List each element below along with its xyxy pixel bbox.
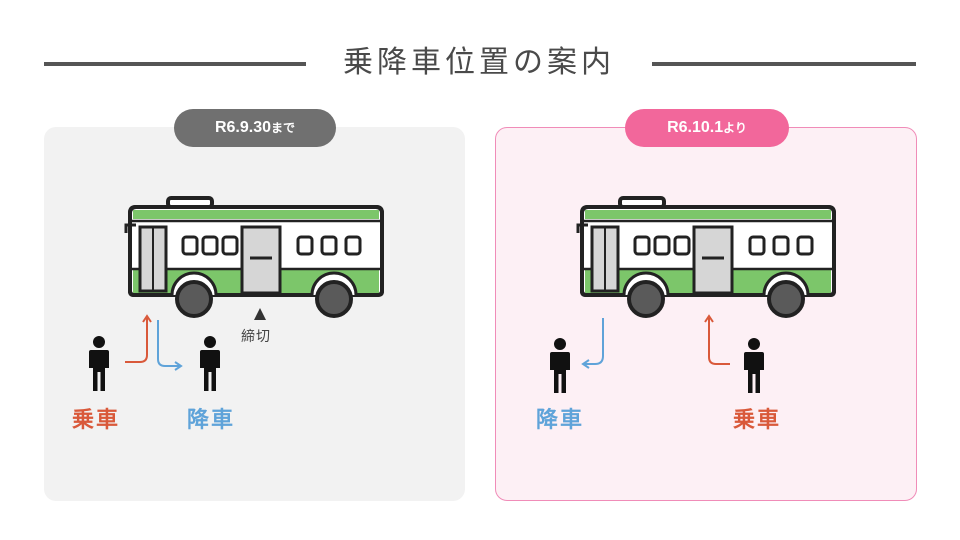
date-badge-before: R6.9.30まで <box>174 109 336 147</box>
boarding-arrow-after-head <box>704 314 714 323</box>
date-badge-after: R6.10.1より <box>625 109 789 147</box>
alighting-arrow-before-head <box>174 361 183 371</box>
alighting-arrow-before <box>157 320 179 367</box>
person-alighting-before <box>200 336 220 391</box>
panel-after <box>495 127 917 501</box>
bus-before <box>124 196 384 318</box>
board-label-after: 乗車 <box>733 408 782 433</box>
boarding-arrow-after <box>708 318 730 365</box>
date-badge-after-number: R6.10.1 <box>667 119 724 136</box>
alighting-arrow-after <box>585 318 604 365</box>
alight-label-after: 降車 <box>536 408 585 433</box>
person-boarding-before <box>89 336 109 391</box>
panel-before <box>44 127 465 501</box>
boarding-arrow-before-head <box>142 314 152 323</box>
closed-door-marker-icon <box>254 308 266 320</box>
alight-label-before: 降車 <box>187 408 236 433</box>
date-badge-before-suffix: まで <box>271 121 296 135</box>
title-rule-left <box>44 62 306 66</box>
person-boarding-after <box>744 338 764 393</box>
alighting-arrow-after-head <box>581 359 590 369</box>
closed-door-label: 締切 <box>241 329 271 345</box>
boarding-arrow-before <box>125 318 148 363</box>
title-rule-right <box>652 62 916 66</box>
board-label-before: 乗車 <box>72 408 121 433</box>
date-badge-before-number: R6.9.30 <box>214 119 272 136</box>
bus-after <box>576 196 836 318</box>
date-badge-after-suffix: より <box>723 121 747 135</box>
person-alighting-after <box>550 338 570 393</box>
page-title: 乗降車位置の案内 <box>343 45 615 80</box>
